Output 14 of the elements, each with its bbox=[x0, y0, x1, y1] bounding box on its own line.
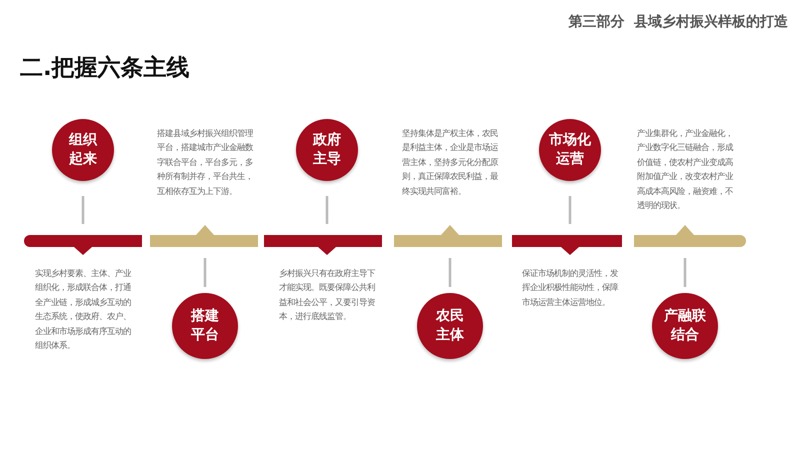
circle-badge: 产融联结合 bbox=[652, 293, 718, 359]
circle-badge: 组织起来 bbox=[52, 119, 114, 181]
circle-badge: 政府主导 bbox=[296, 119, 358, 181]
section-header: 第三部分 县域乡村振兴样板的打造 bbox=[568, 13, 788, 31]
circle-badge: 农民主体 bbox=[417, 293, 483, 359]
description-text: 产业集群化，产业金融化，产业数字化三链融合，形成价值链，使农村产业变成高附加值产业，改变农村产业高成本高风险，融资难，不透明的现状。 bbox=[637, 127, 733, 212]
description-text: 乡村振兴只有在政府主导下才能实现。既要保障公共利益和社会公平，又要引导资本，进行底线监管。 bbox=[279, 267, 375, 324]
description-text: 实现乡村要素、主体、产业组织化，形成联合体，打通全产业链，形成城乡互动的生态系统，使政府、农户、企业和市场形成有序互动的组织体系。 bbox=[35, 267, 131, 352]
page-title: 二.把握六条主线 bbox=[20, 54, 190, 83]
description-text: 坚持集体是产权主体，农民是利益主体，企业是市场运营主体，坚持多元化分配原则，真正保障农民利益，最终实现共同富裕。 bbox=[402, 127, 498, 198]
circle-badge: 市场化运营 bbox=[539, 119, 601, 181]
description-text: 保证市场机制的灵活性，发挥企业积极性能动性，保障市场运营主体运营地位。 bbox=[522, 267, 618, 309]
description-text: 搭建县域乡村振兴组织管理平台，搭建城市产业金融数字联合平台，平台多元，多种所有制并存，平台共生，互相依存互为上下游。 bbox=[157, 127, 253, 198]
circle-badge: 搭建平台 bbox=[172, 293, 238, 359]
